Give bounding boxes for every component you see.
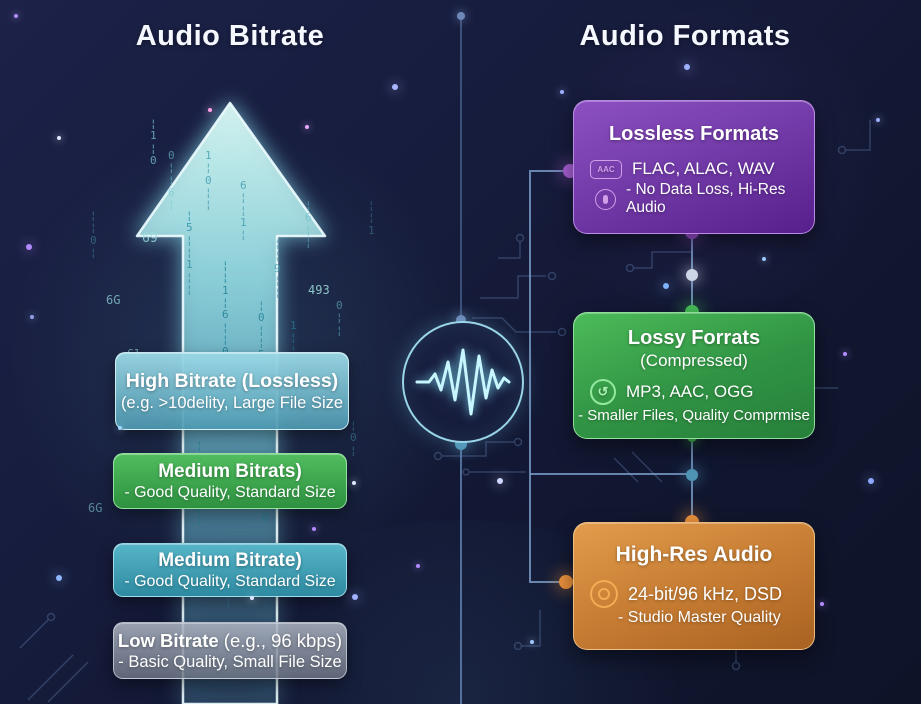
lossy-formats-line1: MP3, AAC, OGG	[626, 382, 754, 401]
left-section-title: Audio Bitrate	[135, 20, 325, 52]
low-bitrate-title-rest: (e.g., 96 kbps)	[218, 629, 343, 651]
target-rings-icon	[590, 580, 618, 608]
medium-bitrate-2-subtitle: - Good Quality, Standard Size	[124, 572, 336, 590]
medium-bitrate-1-subtitle: - Good Quality, Standard Size	[124, 483, 336, 501]
medium-bitrate-1-title: Medium Bitrats)	[158, 460, 302, 482]
lossy-formats-box: Lossy Forrats (Compressed) ↺ MP3, AAC, O…	[573, 312, 815, 439]
lossy-formats-row: ↺ MP3, AAC, OGG	[574, 379, 814, 405]
hires-audio-row: 24-bit/96 kHz, DSD	[574, 580, 814, 608]
connector-dot	[456, 315, 466, 325]
microphone-icon	[595, 188, 616, 210]
lossless-formats-title: Lossless Formats	[608, 123, 780, 145]
hires-audio-line2: - Studio Master Quality	[618, 609, 781, 626]
low-bitrate-title-bold: Low Bitrate	[117, 629, 219, 651]
connector-dot	[457, 12, 465, 20]
low-bitrate-subtitle: - Basic Quality, Small File Size	[118, 652, 342, 671]
hires-audio-box: High-Res Audio 24-bit/96 kHz, DSD - Stud…	[573, 522, 815, 650]
lossy-formats-line2: - Smaller Files, Quality Comprmise	[578, 407, 810, 424]
lossless-formats-line1: FLAC, ALAC, WAV	[632, 159, 775, 178]
lossless-formats-row2: - No Data Loss, Hi-Res Audio	[574, 181, 814, 217]
right-section-title: Audio Formats	[579, 20, 791, 52]
connector-dot	[686, 469, 698, 481]
hires-audio-title: High-Res Audio	[615, 543, 773, 566]
lossy-formats-subtitle: (Compressed)	[640, 351, 748, 370]
compress-arrow-icon: ↺	[590, 379, 616, 405]
high-bitrate-box: High Bitrate (Lossless) (e.g. >10delity,…	[115, 352, 349, 430]
waveform-icon	[415, 348, 511, 416]
medium-bitrate-2-title: Medium Bitrate)	[158, 549, 302, 571]
high-bitrate-title: High Bitrate (Lossless)	[125, 369, 339, 392]
hires-audio-line1: 24-bit/96 kHz, DSD	[628, 583, 783, 604]
lossless-formats-row: AAC FLAC, ALAC, WAV	[574, 159, 814, 179]
connector-dot	[686, 269, 698, 281]
high-bitrate-subtitle: (e.g. >10delity, Large File Size	[120, 393, 344, 412]
medium-bitrate-box-1: Medium Bitrats) - Good Quality, Standard…	[113, 453, 347, 509]
low-bitrate-box: Low Bitrate (e.g., 96 kbps) - Basic Qual…	[113, 622, 347, 679]
connector-dot	[559, 575, 573, 589]
waveform-hub-circle	[402, 321, 524, 443]
aac-badge-icon: AAC	[590, 159, 622, 179]
lossless-formats-line2: - No Data Loss, Hi-Res Audio	[626, 181, 786, 216]
medium-bitrate-box-2: Medium Bitrate) - Good Quality, Standard…	[113, 543, 347, 597]
low-bitrate-title: Low Bitrate (e.g., 96 kbps)	[114, 630, 346, 652]
lossless-formats-box: Lossless Formats AAC FLAC, ALAC, WAV - N…	[573, 100, 815, 234]
lossy-formats-title: Lossy Forrats	[627, 327, 761, 349]
